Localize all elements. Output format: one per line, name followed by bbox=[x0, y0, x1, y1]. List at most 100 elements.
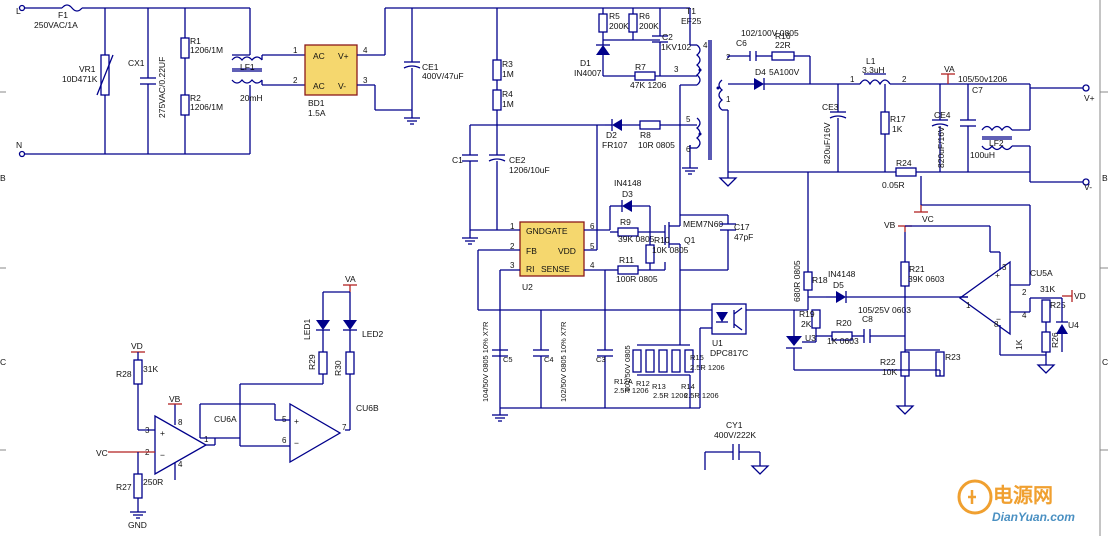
LED1-ref: LED1 bbox=[302, 318, 312, 340]
primary-section: R3 1M R4 1M CE2 1206/10uF C1 R5 200K R6 … bbox=[452, 6, 808, 475]
watermark-text-cn: 电源网 bbox=[993, 483, 1053, 507]
R22-value: 10K bbox=[882, 367, 897, 377]
D5-value: IN4148 bbox=[828, 269, 856, 279]
C8-value: 105/25V 0603 bbox=[858, 305, 911, 315]
resistor-R8 bbox=[639, 120, 661, 130]
C7-value: 105/50v1206 bbox=[958, 74, 1007, 84]
CE1-value: 400V/47uF bbox=[422, 71, 464, 81]
R27-value: 250R bbox=[143, 477, 163, 487]
bd-ac1: AC bbox=[313, 51, 325, 61]
C6-value: 102/100V 0805 bbox=[741, 28, 799, 38]
led-VC-label: VC bbox=[96, 448, 108, 458]
R11-value: 100R 0805 bbox=[616, 274, 658, 284]
resistor-R13 bbox=[658, 349, 668, 373]
CE1-ref: CE1 bbox=[422, 62, 439, 72]
R27-ref: R27 bbox=[116, 482, 132, 492]
resistor-R3 bbox=[492, 59, 502, 81]
diode-D2 bbox=[612, 119, 622, 131]
R28-value: 31K bbox=[143, 364, 158, 374]
resistor-R22 bbox=[900, 351, 910, 377]
t1-pin4: 4 bbox=[703, 41, 708, 50]
R23-ref: R23 bbox=[945, 352, 961, 362]
R15-value: 2.5R 1206 bbox=[690, 363, 725, 372]
R21-value: 39K 0603 bbox=[908, 274, 945, 284]
T1-value: EF25 bbox=[681, 16, 702, 26]
bd-pin4: 4 bbox=[363, 46, 368, 55]
R18-ref: R18 bbox=[812, 275, 828, 285]
CE2-ref: CE2 bbox=[509, 155, 526, 165]
R1-value: 1206/1M bbox=[190, 45, 223, 55]
led-VA-label: VA bbox=[345, 274, 356, 284]
resistor-R15 bbox=[684, 349, 694, 373]
bd-vminus: V- bbox=[338, 81, 346, 91]
opamp-minus: − bbox=[996, 314, 1001, 324]
led-indicator-section: VA LED1 LED2 R29 R30 CU6B + − 5 6 7 bbox=[96, 274, 384, 530]
R3-value: 1M bbox=[502, 69, 514, 79]
D5-ref: D5 bbox=[833, 280, 844, 290]
cu6a-pin8: 8 bbox=[178, 418, 183, 427]
resistor-R4 bbox=[492, 89, 502, 111]
border-marker-c: C bbox=[1102, 357, 1108, 367]
R14-ref: R14 bbox=[681, 382, 695, 391]
u2-vdd: VDD bbox=[558, 246, 576, 256]
output-terminal-vminus[interactable] bbox=[1082, 178, 1090, 186]
inductor-LF2 bbox=[981, 125, 1013, 132]
resistor-R18 bbox=[803, 271, 813, 291]
C6-ref: C6 bbox=[736, 38, 747, 48]
resistor-R5 bbox=[598, 13, 608, 33]
u2-gate: GATE bbox=[545, 226, 568, 236]
L1-value: 3.3uH bbox=[862, 65, 885, 75]
transformer-secondary-winding bbox=[718, 79, 724, 111]
F1-ref: F1 bbox=[58, 10, 68, 20]
CY1-value: 400V/222K bbox=[714, 430, 756, 440]
resistor-R1 bbox=[180, 37, 190, 59]
CE2-value: 1206/10uF bbox=[509, 165, 550, 175]
R1-ref: R1 bbox=[190, 36, 201, 46]
fuse-F1 bbox=[61, 4, 83, 12]
C3-value: 101/50V 0805 bbox=[623, 345, 632, 392]
terminal-L[interactable] bbox=[18, 4, 26, 12]
cu5a-pin8: 8 bbox=[994, 320, 999, 329]
Q1-ref: Q1 bbox=[684, 235, 696, 245]
R4-ref: R4 bbox=[502, 89, 513, 99]
D2-value: FR107 bbox=[602, 140, 628, 150]
resistor-R26 bbox=[1041, 331, 1051, 353]
transformer-primary-winding bbox=[695, 44, 701, 86]
R24-ref: R24 bbox=[896, 158, 912, 168]
R19-ref: R19 bbox=[799, 309, 815, 319]
R2-value: 1206/1M bbox=[190, 102, 223, 112]
shunt-regulator-U3 bbox=[786, 336, 802, 346]
resistor-R29 bbox=[318, 351, 328, 375]
LF1-ref: LF1 bbox=[240, 62, 255, 72]
led-LED2 bbox=[343, 320, 357, 330]
R9-ref: R9 bbox=[620, 217, 631, 227]
diode-D5 bbox=[836, 291, 846, 303]
C7-ref: C7 bbox=[972, 85, 983, 95]
R12A-value: 2.5R 1206 bbox=[614, 386, 649, 395]
BD1-ref: BD1 bbox=[308, 98, 325, 108]
CE4-ref: CE4 bbox=[934, 110, 951, 120]
R25-value: 31K bbox=[1040, 284, 1055, 294]
bd-ac2: AC bbox=[313, 81, 325, 91]
logo-plug-icon bbox=[957, 479, 993, 515]
t1-pin1: 1 bbox=[726, 95, 731, 104]
VR1-value: 10D471K bbox=[62, 74, 98, 84]
cu5a-pin3: 3 bbox=[1002, 263, 1007, 272]
R6-value: 200K bbox=[639, 21, 659, 31]
resistor-R25 bbox=[1041, 299, 1051, 323]
resistor-R14 bbox=[671, 349, 681, 373]
R7-value: 47K 1206 bbox=[630, 80, 667, 90]
resistor-R24 bbox=[895, 167, 917, 177]
output-terminal-vplus[interactable] bbox=[1082, 84, 1090, 92]
R20-ref: R20 bbox=[836, 318, 852, 328]
CX1-value: 275VAC/0.22UF bbox=[157, 57, 167, 118]
R22-ref: R22 bbox=[880, 357, 896, 367]
cu5a-pin2: 2 bbox=[1022, 288, 1027, 297]
VA-net-label: VA bbox=[944, 64, 955, 74]
terminal-N[interactable] bbox=[18, 150, 26, 158]
R29-ref: R29 bbox=[307, 354, 317, 370]
led-LED1 bbox=[316, 320, 330, 330]
input-section: L N F1 250VAC/1A VR1 10D471K CX1 275VAC/… bbox=[16, 4, 690, 158]
LF2-value: 100uH bbox=[970, 150, 995, 160]
D3-ref: D3 bbox=[622, 189, 633, 199]
